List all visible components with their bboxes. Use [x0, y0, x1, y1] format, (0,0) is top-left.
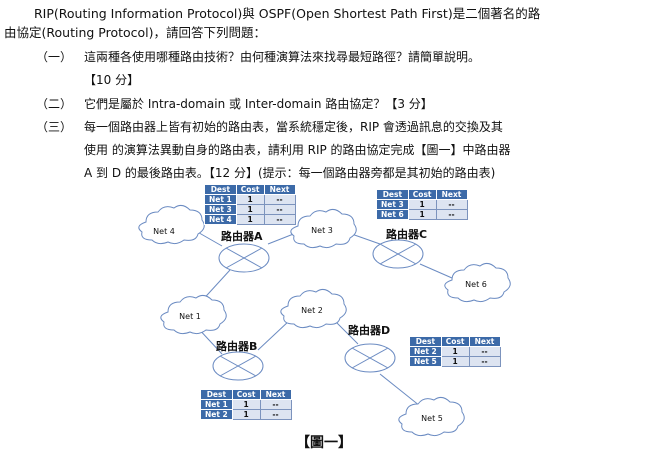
cloud-net4 — [138, 204, 205, 245]
table-header-next: Next — [259, 389, 292, 400]
cloud-net6 — [444, 262, 511, 303]
question-3-text-2: 使用 的演算法異動自身的路由表，請利用 RIP 的路由協定完成【圖一】中路由器 — [84, 143, 511, 157]
table-row: Net 1 1 -- — [200, 399, 292, 410]
table-header-dest: Dest — [200, 389, 233, 400]
link-routerB-net2 — [257, 319, 291, 351]
table-header-cost: Cost — [231, 389, 261, 400]
dest-cell: Net 2 — [200, 409, 233, 420]
table-header-dest: Dest — [376, 189, 409, 200]
table-row: Net 4 1 -- — [204, 214, 296, 225]
next-cell: -- — [259, 409, 292, 420]
net4-label: Net 4 — [153, 227, 175, 236]
router-b — [212, 351, 264, 381]
question-1-number: （一） — [36, 50, 73, 64]
dest-cell: Net 3 — [376, 199, 409, 210]
table-header-dest: Dest — [409, 336, 442, 347]
routing-table-c: Dest Cost Next Net 3 1 -- Net 6 1 -- — [376, 189, 468, 220]
cost-cell: 1 — [440, 346, 470, 357]
question-3-text-1: 每一個路由器上皆有初始的路由表，當系統穩定後，RIP 會透過訊息的交換及其 — [84, 120, 503, 134]
cloud-net2 — [280, 288, 347, 329]
cloud-net5 — [398, 396, 465, 437]
next-cell: -- — [435, 209, 468, 220]
dest-cell: Net 4 — [204, 214, 237, 225]
dest-cell: Net 6 — [376, 209, 409, 220]
router-c-label: 路由器C — [386, 227, 427, 241]
table-header-next: Next — [468, 336, 501, 347]
net6-label: Net 6 — [465, 280, 487, 289]
cost-cell: 1 — [407, 209, 437, 220]
table-row: Net 3 1 -- — [204, 204, 296, 215]
router-d — [344, 343, 396, 373]
routing-table-d: Dest Cost Next Net 2 1 -- Net 5 1 -- — [409, 336, 501, 367]
question-2-number: （二） — [36, 97, 73, 111]
intro-line-1: RIP(Routing Information Protocol)與 OSPF(… — [34, 6, 541, 21]
net2-label: Net 2 — [301, 306, 323, 315]
table-row: Net 2 1 -- — [200, 409, 292, 420]
router-c — [372, 239, 424, 269]
router-d-label: 路由器D — [348, 323, 390, 337]
link-routerA-net3 — [267, 232, 297, 245]
net5-label: Net 5 — [421, 414, 443, 423]
cost-cell: 1 — [231, 399, 261, 410]
question-1-points: 【10 分】 — [84, 73, 140, 87]
table-header-next: Next — [435, 189, 468, 200]
link-routerD-net5 — [379, 373, 421, 407]
table-row: Net 5 1 -- — [409, 356, 501, 367]
routing-table-a: Dest Cost Next Net 1 1 -- Net 3 1 -- Net… — [204, 184, 296, 225]
next-cell: -- — [468, 356, 501, 367]
dest-cell: Net 3 — [204, 204, 237, 215]
question-2-text: 它們是屬於 Intra-domain 或 Inter-domain 路由協定？【… — [84, 97, 433, 111]
router-b-label: 路由器B — [216, 339, 257, 353]
cost-cell: 1 — [235, 194, 265, 205]
table-header-next: Next — [263, 184, 296, 195]
intro-line-2: 由協定(Routing Protocol)，請回答下列問題： — [4, 25, 267, 40]
next-cell: -- — [259, 399, 292, 410]
router-a — [218, 243, 270, 273]
next-cell: -- — [263, 214, 296, 225]
net1-label: Net 1 — [179, 312, 201, 321]
cloud-net3 — [290, 208, 357, 249]
dest-cell: Net 1 — [200, 399, 233, 410]
table-header-dest: Dest — [204, 184, 237, 195]
next-cell: -- — [263, 194, 296, 205]
net3-label: Net 3 — [311, 226, 333, 235]
question-3-text-3: A 到 D 的最後路由表。【12 分】(提示：每一個路由器旁都是其初始的路由表) — [84, 166, 496, 180]
table-header-cost: Cost — [407, 189, 437, 200]
table-row: Net 6 1 -- — [376, 209, 468, 220]
table-row: Net 1 1 -- — [204, 194, 296, 205]
next-cell: -- — [263, 204, 296, 215]
dest-cell: Net 2 — [409, 346, 442, 357]
next-cell: -- — [468, 346, 501, 357]
routing-table-b: Dest Cost Next Net 1 1 -- Net 2 1 -- — [200, 389, 292, 420]
link-routerC-net6 — [419, 263, 453, 279]
table-header-cost: Cost — [235, 184, 265, 195]
figure-caption: 【圖一】 — [296, 435, 352, 451]
table-row: Net 3 1 -- — [376, 199, 468, 210]
cost-cell: 1 — [231, 409, 261, 420]
question-1-text: 這兩種各使用哪種路由技術？由何種演算法來找尋最短路徑？請簡單說明。 — [84, 50, 481, 64]
cloud-net1 — [160, 294, 227, 335]
table-row: Net 2 1 -- — [409, 346, 501, 357]
table-header-cost: Cost — [440, 336, 470, 347]
cost-cell: 1 — [235, 214, 265, 225]
cost-cell: 1 — [235, 204, 265, 215]
router-a-label: 路由器A — [221, 229, 263, 243]
dest-cell: Net 1 — [204, 194, 237, 205]
cost-cell: 1 — [407, 199, 437, 210]
next-cell: -- — [435, 199, 468, 210]
dest-cell: Net 5 — [409, 356, 442, 367]
cost-cell: 1 — [440, 356, 470, 367]
question-3-number: （三） — [36, 120, 73, 134]
